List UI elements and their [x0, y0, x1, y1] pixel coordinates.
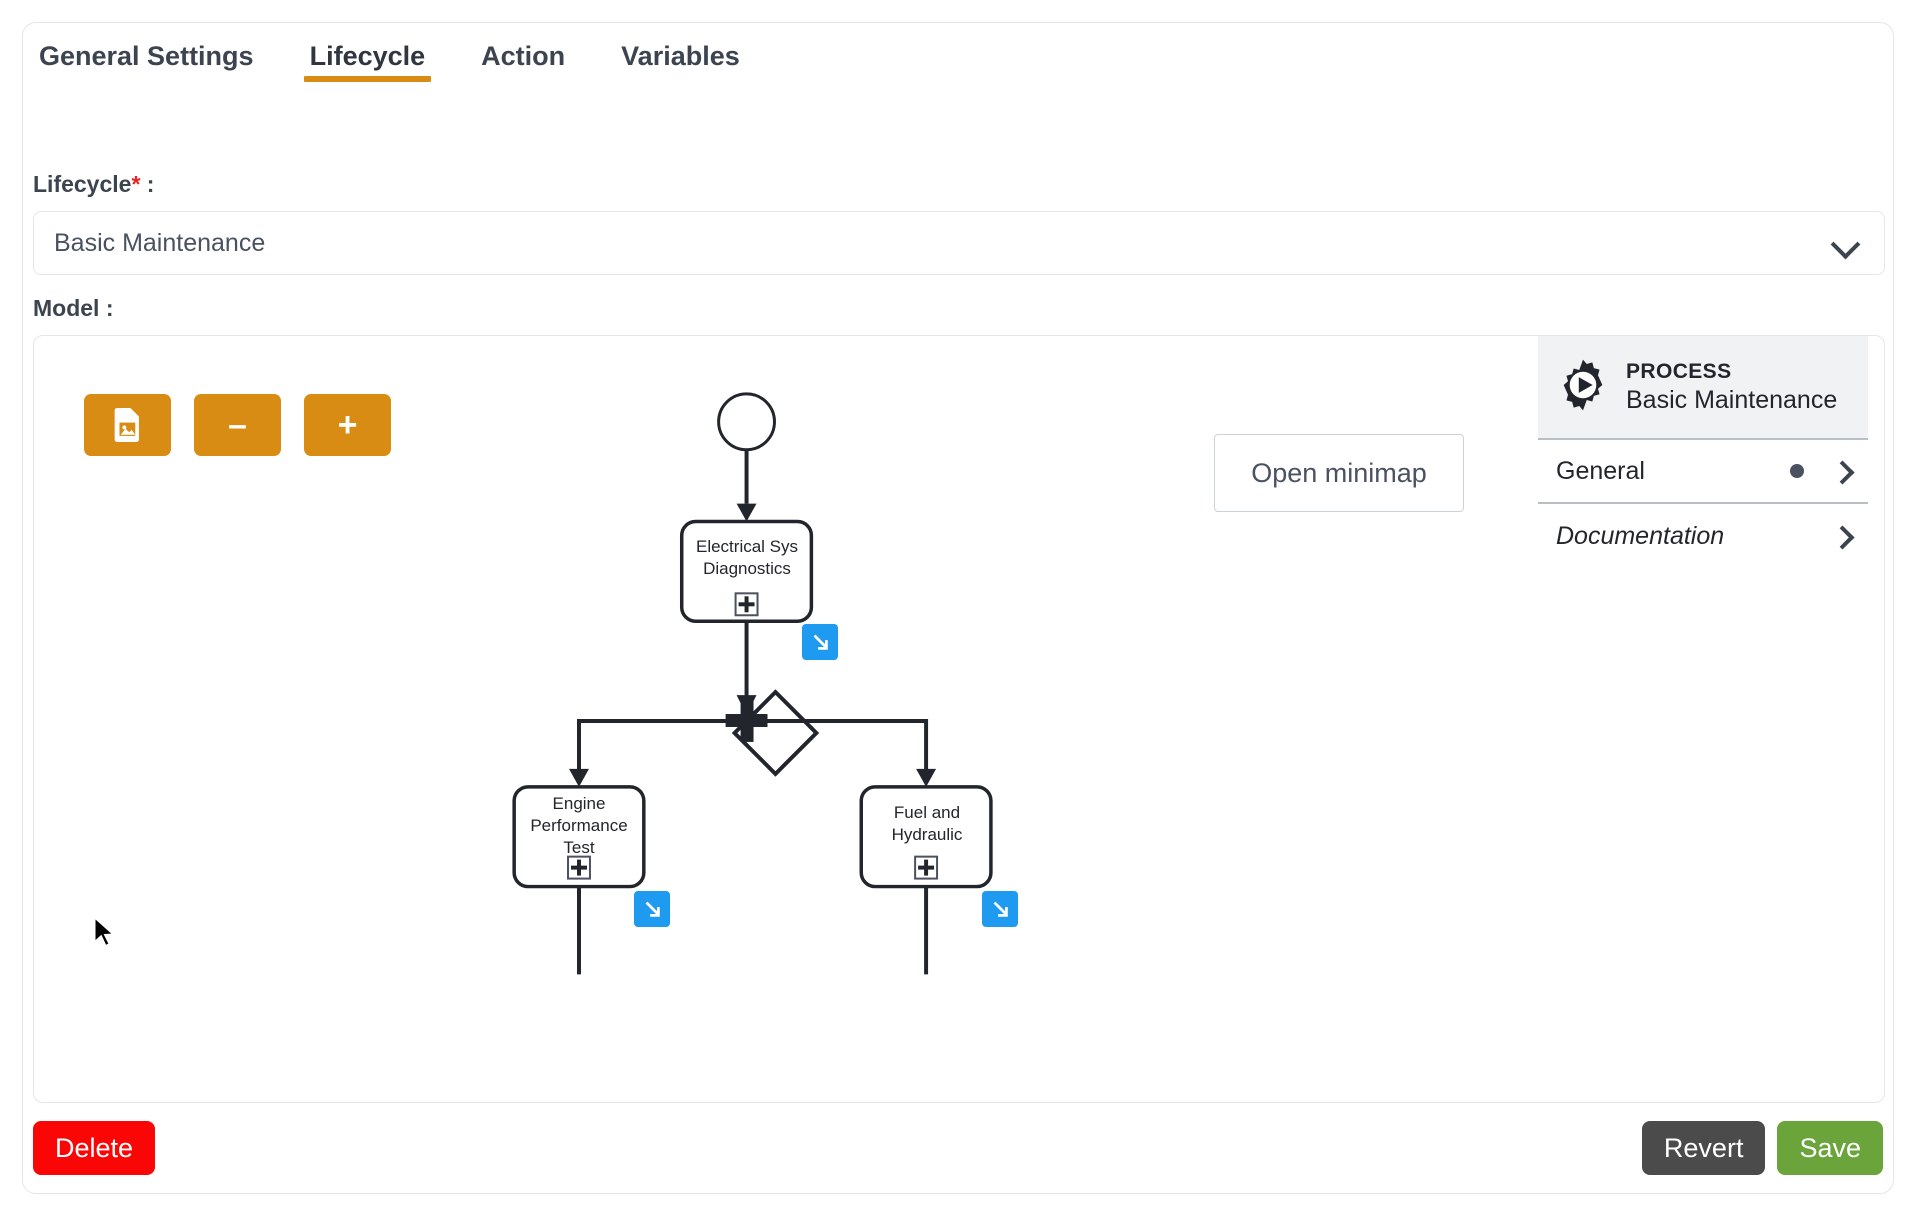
- properties-row-documentation[interactable]: Documentation: [1538, 504, 1868, 568]
- properties-kind: PROCESS: [1626, 359, 1732, 383]
- task-electrical-sys-diagnostics[interactable]: [679, 519, 814, 624]
- status-dot: [1790, 464, 1804, 478]
- flow-arrowhead: [736, 503, 757, 522]
- start-event[interactable]: [717, 392, 776, 452]
- lifecycle-select[interactable]: Basic Maintenance: [33, 211, 1885, 275]
- lifecycle-select-value: Basic Maintenance: [54, 228, 266, 257]
- properties-row-label: General: [1556, 456, 1645, 485]
- zoom-out-button[interactable]: –: [194, 394, 281, 456]
- minus-icon: –: [228, 406, 247, 444]
- task-label-fuel-and-hydraulic: Fuel and Hydraulic: [891, 803, 963, 845]
- chevron-right-icon: [1832, 462, 1850, 480]
- required-asterisk: *: [131, 171, 141, 197]
- sub-process-plus-icon: [567, 855, 591, 880]
- label-suffix: :: [140, 171, 155, 197]
- model-label: Model :: [33, 295, 114, 321]
- lifecycle-label-text: Lifecycle: [33, 171, 132, 197]
- tab-action[interactable]: Action: [481, 40, 566, 71]
- properties-panel: PROCESS Basic Maintenance General Docume…: [1538, 336, 1868, 568]
- flow-gateway-task3: [746, 719, 929, 775]
- arrow-down-right-icon: [645, 901, 660, 917]
- properties-name: Basic Maintenance: [1626, 385, 1838, 414]
- file-image-icon: [113, 408, 143, 442]
- footer-actions: Delete Revert Save: [23, 1103, 1893, 1193]
- sub-process-plus-icon: [914, 855, 939, 880]
- task1-append-badge[interactable]: [802, 624, 838, 660]
- task3-append-badge[interactable]: [982, 891, 1018, 927]
- task2-append-badge[interactable]: [634, 891, 670, 927]
- arrow-down-right-icon: [813, 634, 828, 650]
- sub-process-plus-icon: [734, 592, 759, 617]
- properties-row-label: Documentation: [1556, 521, 1725, 550]
- zoom-in-button[interactable]: +: [304, 394, 391, 456]
- lifecycle-field-label: Lifecycle* :: [33, 171, 154, 198]
- model-canvas[interactable]: – +: [33, 335, 1885, 1103]
- canvas-toolbar: – +: [84, 394, 391, 456]
- task-label-engine-performance-test: Engine Performance Test: [530, 794, 628, 858]
- open-minimap-button[interactable]: Open minimap: [1214, 434, 1464, 512]
- tab-lifecycle[interactable]: Lifecycle: [303, 42, 432, 82]
- flow-gateway-task2: [576, 719, 747, 775]
- properties-row-general[interactable]: General: [1538, 440, 1868, 504]
- properties-header: PROCESS Basic Maintenance: [1538, 336, 1868, 440]
- bpmn-diagram: [512, 392, 993, 975]
- save-button[interactable]: Save: [1777, 1121, 1883, 1175]
- parallel-gateway[interactable]: [725, 689, 820, 777]
- task-label-electrical-sys-diagnostics: Electrical Sys Diagnostics: [695, 537, 799, 579]
- mouse-cursor: [92, 915, 118, 955]
- tab-bar: General Settings Lifecycle Action Variab…: [23, 23, 1893, 99]
- settings-card: General Settings Lifecycle Action Variab…: [22, 22, 1894, 1194]
- delete-button[interactable]: Delete: [33, 1121, 156, 1175]
- process-gear-play-icon: [1554, 356, 1612, 419]
- export-image-button[interactable]: [84, 394, 171, 456]
- flow-arrowhead: [569, 768, 589, 787]
- tab-variables[interactable]: Variables: [621, 40, 740, 71]
- chevron-right-icon: [1832, 527, 1850, 545]
- revert-button[interactable]: Revert: [1641, 1121, 1766, 1175]
- chevron-down-icon: [1832, 230, 1858, 256]
- flow-arrowhead: [916, 768, 937, 787]
- plus-icon: +: [337, 406, 358, 444]
- tab-general-settings[interactable]: General Settings: [39, 40, 254, 71]
- arrow-down-right-icon: [993, 901, 1008, 917]
